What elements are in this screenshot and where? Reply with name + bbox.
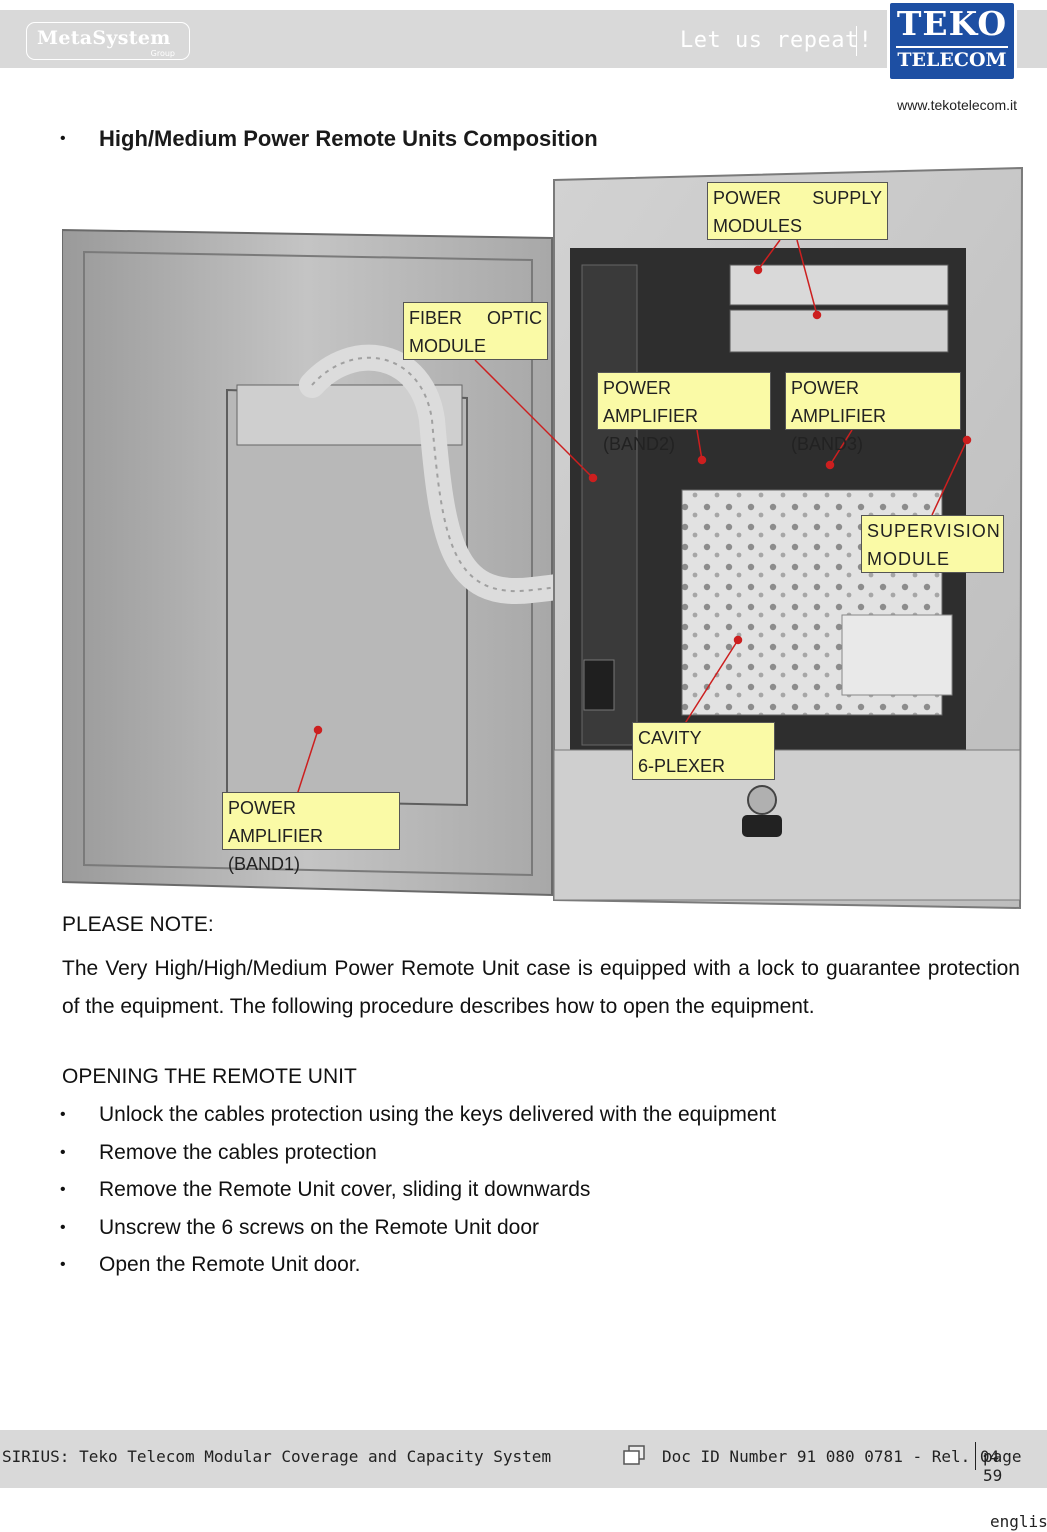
step-text: Unlock the cables protection using the k… — [99, 1103, 777, 1126]
lock-gauge — [747, 785, 777, 815]
list-item: • Unlock the cables protection using the … — [60, 1096, 776, 1134]
list-item: • Remove the Remote Unit cover, sliding i… — [60, 1171, 776, 1209]
header-bar — [0, 10, 1047, 68]
procedure-steps: • Unlock the cables protection using the … — [60, 1096, 776, 1284]
callout-text: MODULES — [713, 216, 803, 236]
step-text: Remove the cables protection — [99, 1140, 377, 1164]
note-heading: PLEASE NOTE: — [62, 913, 214, 936]
callout-text: FIBER — [409, 308, 463, 328]
footer-page-number: page 59 — [983, 1447, 1022, 1485]
callout-text: OPTIC — [486, 308, 542, 328]
website-url[interactable]: www.tekotelecom.it — [897, 97, 1017, 113]
callout-text: MODULE — [867, 549, 951, 569]
teko-logo-bottom: TELECOM — [896, 46, 1008, 72]
footer-language: english — [990, 1512, 1047, 1531]
document-icon — [623, 1445, 645, 1465]
teko-logo-top: TEKO — [896, 4, 1008, 43]
bullet: • — [60, 1256, 66, 1273]
procedure-heading: OPENING THE REMOTE UNIT — [62, 1065, 357, 1088]
bullet: • — [60, 1143, 66, 1161]
callout-text: SUPPLY — [812, 188, 882, 208]
callout-power-amplifier-band3: POWER AMPLIFIER (BAND3) — [785, 372, 961, 454]
note-paragraph: The Very High/High/Medium Power Remote U… — [62, 957, 1020, 1018]
section-title: High/Medium Power Remote Units Compositi… — [99, 126, 598, 151]
teko-telecom-logo: TEKO TELECOM — [887, 0, 1017, 82]
list-item: • Remove the cables protection — [60, 1134, 776, 1172]
callout-supervision-module: SUPERVISION MODULE — [861, 515, 1004, 573]
metasystem-logo: MetaSystem Group — [26, 22, 190, 60]
metasystem-logo-text: MetaSystem — [37, 27, 171, 49]
callout-power-amplifier-band1: POWER AMPLIFIER (BAND1) — [222, 792, 400, 874]
bullet: • — [60, 1181, 66, 1198]
power-supply-2 — [729, 309, 949, 353]
header-divider — [856, 26, 857, 56]
list-item: • Open the Remote Unit door. — [60, 1246, 776, 1284]
step-text: Unscrew the 6 screws on the Remote Unit … — [99, 1215, 540, 1239]
callout-text: 6-PLEXER — [638, 756, 726, 776]
callout-text: (BAND2) — [603, 434, 676, 454]
callout-text: MODULE — [409, 336, 487, 356]
step-text: Remove the Remote Unit cover, sliding it… — [99, 1178, 591, 1201]
footer-doc-id: Doc ID Number 91 080 0781 - Rel. 04 — [662, 1447, 1000, 1466]
callout-cavity-6plexer: CAVITY 6-PLEXER — [632, 722, 775, 780]
callout-fiber-optic-module: FIBER OPTIC MODULE — [403, 302, 548, 360]
header-slogan: Let us repeat! — [680, 28, 873, 53]
metasystem-logo-group: Group — [150, 49, 175, 58]
callout-power-amplifier-band2: POWER AMPLIFIER (BAND2) — [597, 372, 771, 454]
bullet: • — [60, 1106, 66, 1123]
footer-system-name: SIRIUS: Teko Telecom Modular Coverage an… — [2, 1447, 552, 1466]
footer-divider — [975, 1442, 976, 1470]
callout-text: (BAND1) — [228, 854, 301, 874]
callout-text: SUPERVISION — [867, 521, 1001, 541]
step-text: Open the Remote Unit door. — [99, 1253, 361, 1276]
callout-text: POWER AMPLIFIER — [791, 378, 887, 426]
callout-power-supply-modules: POWER SUPPLY MODULES — [707, 182, 888, 240]
callout-text: CAVITY — [638, 728, 702, 748]
callout-text: POWER — [713, 188, 782, 208]
bullet: • — [60, 1218, 66, 1236]
power-supply-1 — [729, 264, 949, 306]
remote-unit-photo — [62, 166, 1024, 910]
callout-text: POWER AMPLIFIER — [228, 798, 324, 846]
callout-text: POWER AMPLIFIER — [603, 378, 699, 426]
callout-text: (BAND3) — [791, 434, 864, 454]
list-item: • Unscrew the 6 screws on the Remote Unit… — [60, 1209, 776, 1247]
section-bullet: • — [60, 130, 66, 147]
footer-bar: SIRIUS: Teko Telecom Modular Coverage an… — [0, 1430, 1047, 1488]
